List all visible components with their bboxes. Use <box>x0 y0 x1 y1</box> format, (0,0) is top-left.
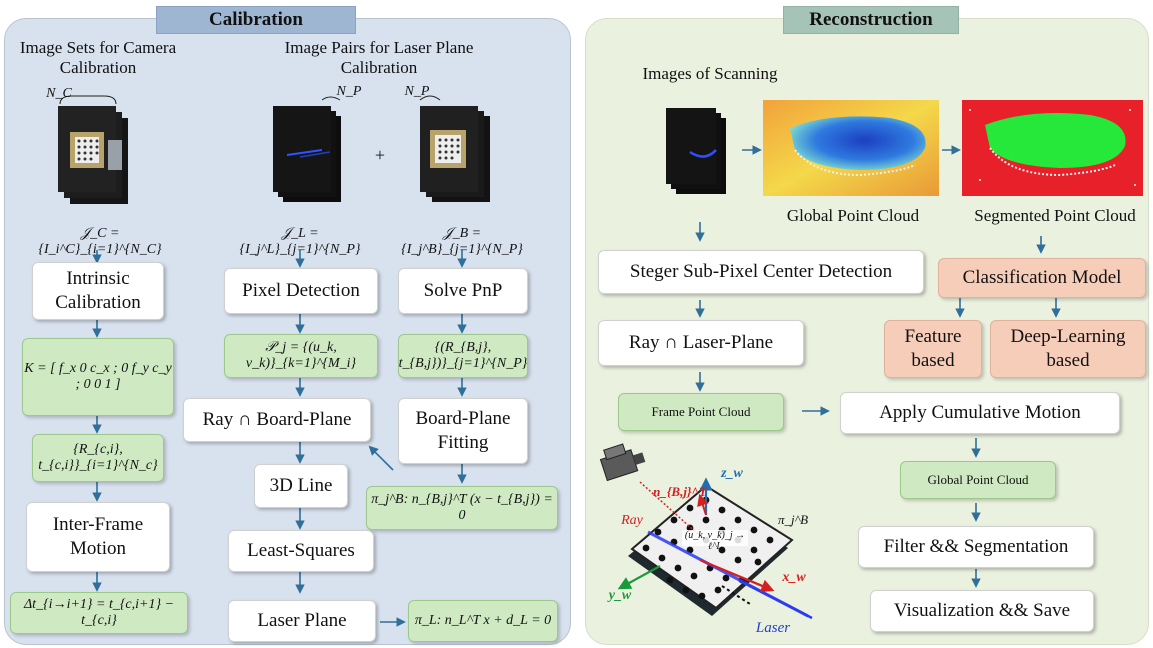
feature-based-box: Feature based <box>884 320 982 378</box>
board-plane-fitting-box: Board-Plane Fitting <box>398 398 528 464</box>
laser-label: Laser <box>755 620 791 636</box>
global-point-cloud-label: Global Point Cloud <box>786 206 920 225</box>
frame-point-cloud-box: Frame Point Cloud <box>618 393 784 431</box>
segmented-point-cloud-image <box>962 100 1143 196</box>
zw-label: z_w <box>721 466 743 481</box>
apply-cumulative-motion-box: Apply Cumulative Motion <box>840 392 1120 434</box>
ray-board-plane-box: Ray ∩ Board-Plane <box>183 398 371 442</box>
visualization-save-box: Visualization && Save <box>870 590 1094 632</box>
least-squares-box: Least-Squares <box>228 530 374 572</box>
deep-learning-based-box: Deep-Learning based <box>990 320 1146 378</box>
laser-board-illustration <box>599 443 813 620</box>
solve-pnp-box: Solve PnP <box>398 268 528 314</box>
calibration-title: Calibration <box>156 6 356 34</box>
laser-plane-equation-box: π_L: n_L^T x + d_L = 0 <box>408 600 558 642</box>
xw-label: x_w <box>782 570 806 585</box>
np-label-laser: N_P <box>336 84 362 99</box>
segmented-point-cloud-label: Segmented Point Cloud <box>974 206 1136 225</box>
set-b-formula: 𝒥_B = {I_j^B}_{j=1}^{N_P} <box>401 226 523 257</box>
calibration-arrows <box>92 250 467 627</box>
set-l-formula: 𝒥_L = {I_j^L}_{j=1}^{N_P} <box>239 226 361 257</box>
pixel-detection-box: Pixel Detection <box>224 268 378 314</box>
board-plane-label: π_j^B <box>777 512 809 527</box>
yw-label: y_w <box>608 588 632 603</box>
scanning-images <box>666 108 726 194</box>
pixel-set-box: 𝒫_j = {(u_k, v_k)}_{k=1}^{M_i} <box>224 334 378 378</box>
laser-plane-box: Laser Plane <box>228 600 376 642</box>
laser-images <box>273 96 341 202</box>
np-label-board: N_P <box>404 84 430 99</box>
reconstruction-arrows <box>695 145 1061 588</box>
reconstruction-title: Reconstruction <box>783 6 959 34</box>
plus-sign: + <box>374 145 386 165</box>
delta-t-box: Δt_{i→i+1} = t_{c,i+1} − t_{c,i} <box>10 592 188 634</box>
camera-calibration-images <box>58 95 128 204</box>
images-of-scanning-label: Images of Scanning <box>642 64 778 83</box>
3d-line-box: 3D Line <box>254 464 348 508</box>
board-plane-equation-box: π_j^B: n_{B,j}^T (x − t_{B,j}) = 0 <box>366 486 558 530</box>
filter-segmentation-box: Filter && Segmentation <box>858 526 1094 568</box>
normal-label: n_{B,j}^T <box>653 484 707 499</box>
global-point-cloud-image <box>763 100 939 196</box>
ray-laser-plane-box: Ray ∩ Laser-Plane <box>598 320 804 366</box>
board-pose-set-box: {(R_{B,j}, t_{B,j})}_{j=1}^{N_P} <box>398 334 528 378</box>
set-c-formula: 𝒥_C = {I_i^C}_{i=1}^{N_C} <box>38 226 162 257</box>
steger-detection-box: Steger Sub-Pixel Center Detection <box>598 250 924 294</box>
k-matrix-box: K = [ f_x 0 c_x ; 0 f_y c_y ; 0 0 1 ] <box>22 338 174 416</box>
nc-label: N_C <box>46 86 72 101</box>
image-pairs-label: Image Pairs for Laser Plane Calibration <box>284 38 474 77</box>
camera-pose-set-box: {R_{c,i}, t_{c,i}}_{i=1}^{N_c} <box>32 434 164 482</box>
pixel-line-label: (u_k, v_k)_j → ℓ^L <box>684 530 746 552</box>
board-images <box>419 95 490 202</box>
ray-label: Ray <box>621 513 643 528</box>
intrinsic-calibration-box: Intrinsic Calibration <box>32 262 164 320</box>
global-point-cloud-box: Global Point Cloud <box>900 461 1056 499</box>
image-sets-label: Image Sets for Camera Calibration <box>19 38 177 77</box>
classification-model-box: Classification Model <box>938 258 1146 298</box>
inter-frame-motion-box: Inter-Frame Motion <box>26 502 170 572</box>
